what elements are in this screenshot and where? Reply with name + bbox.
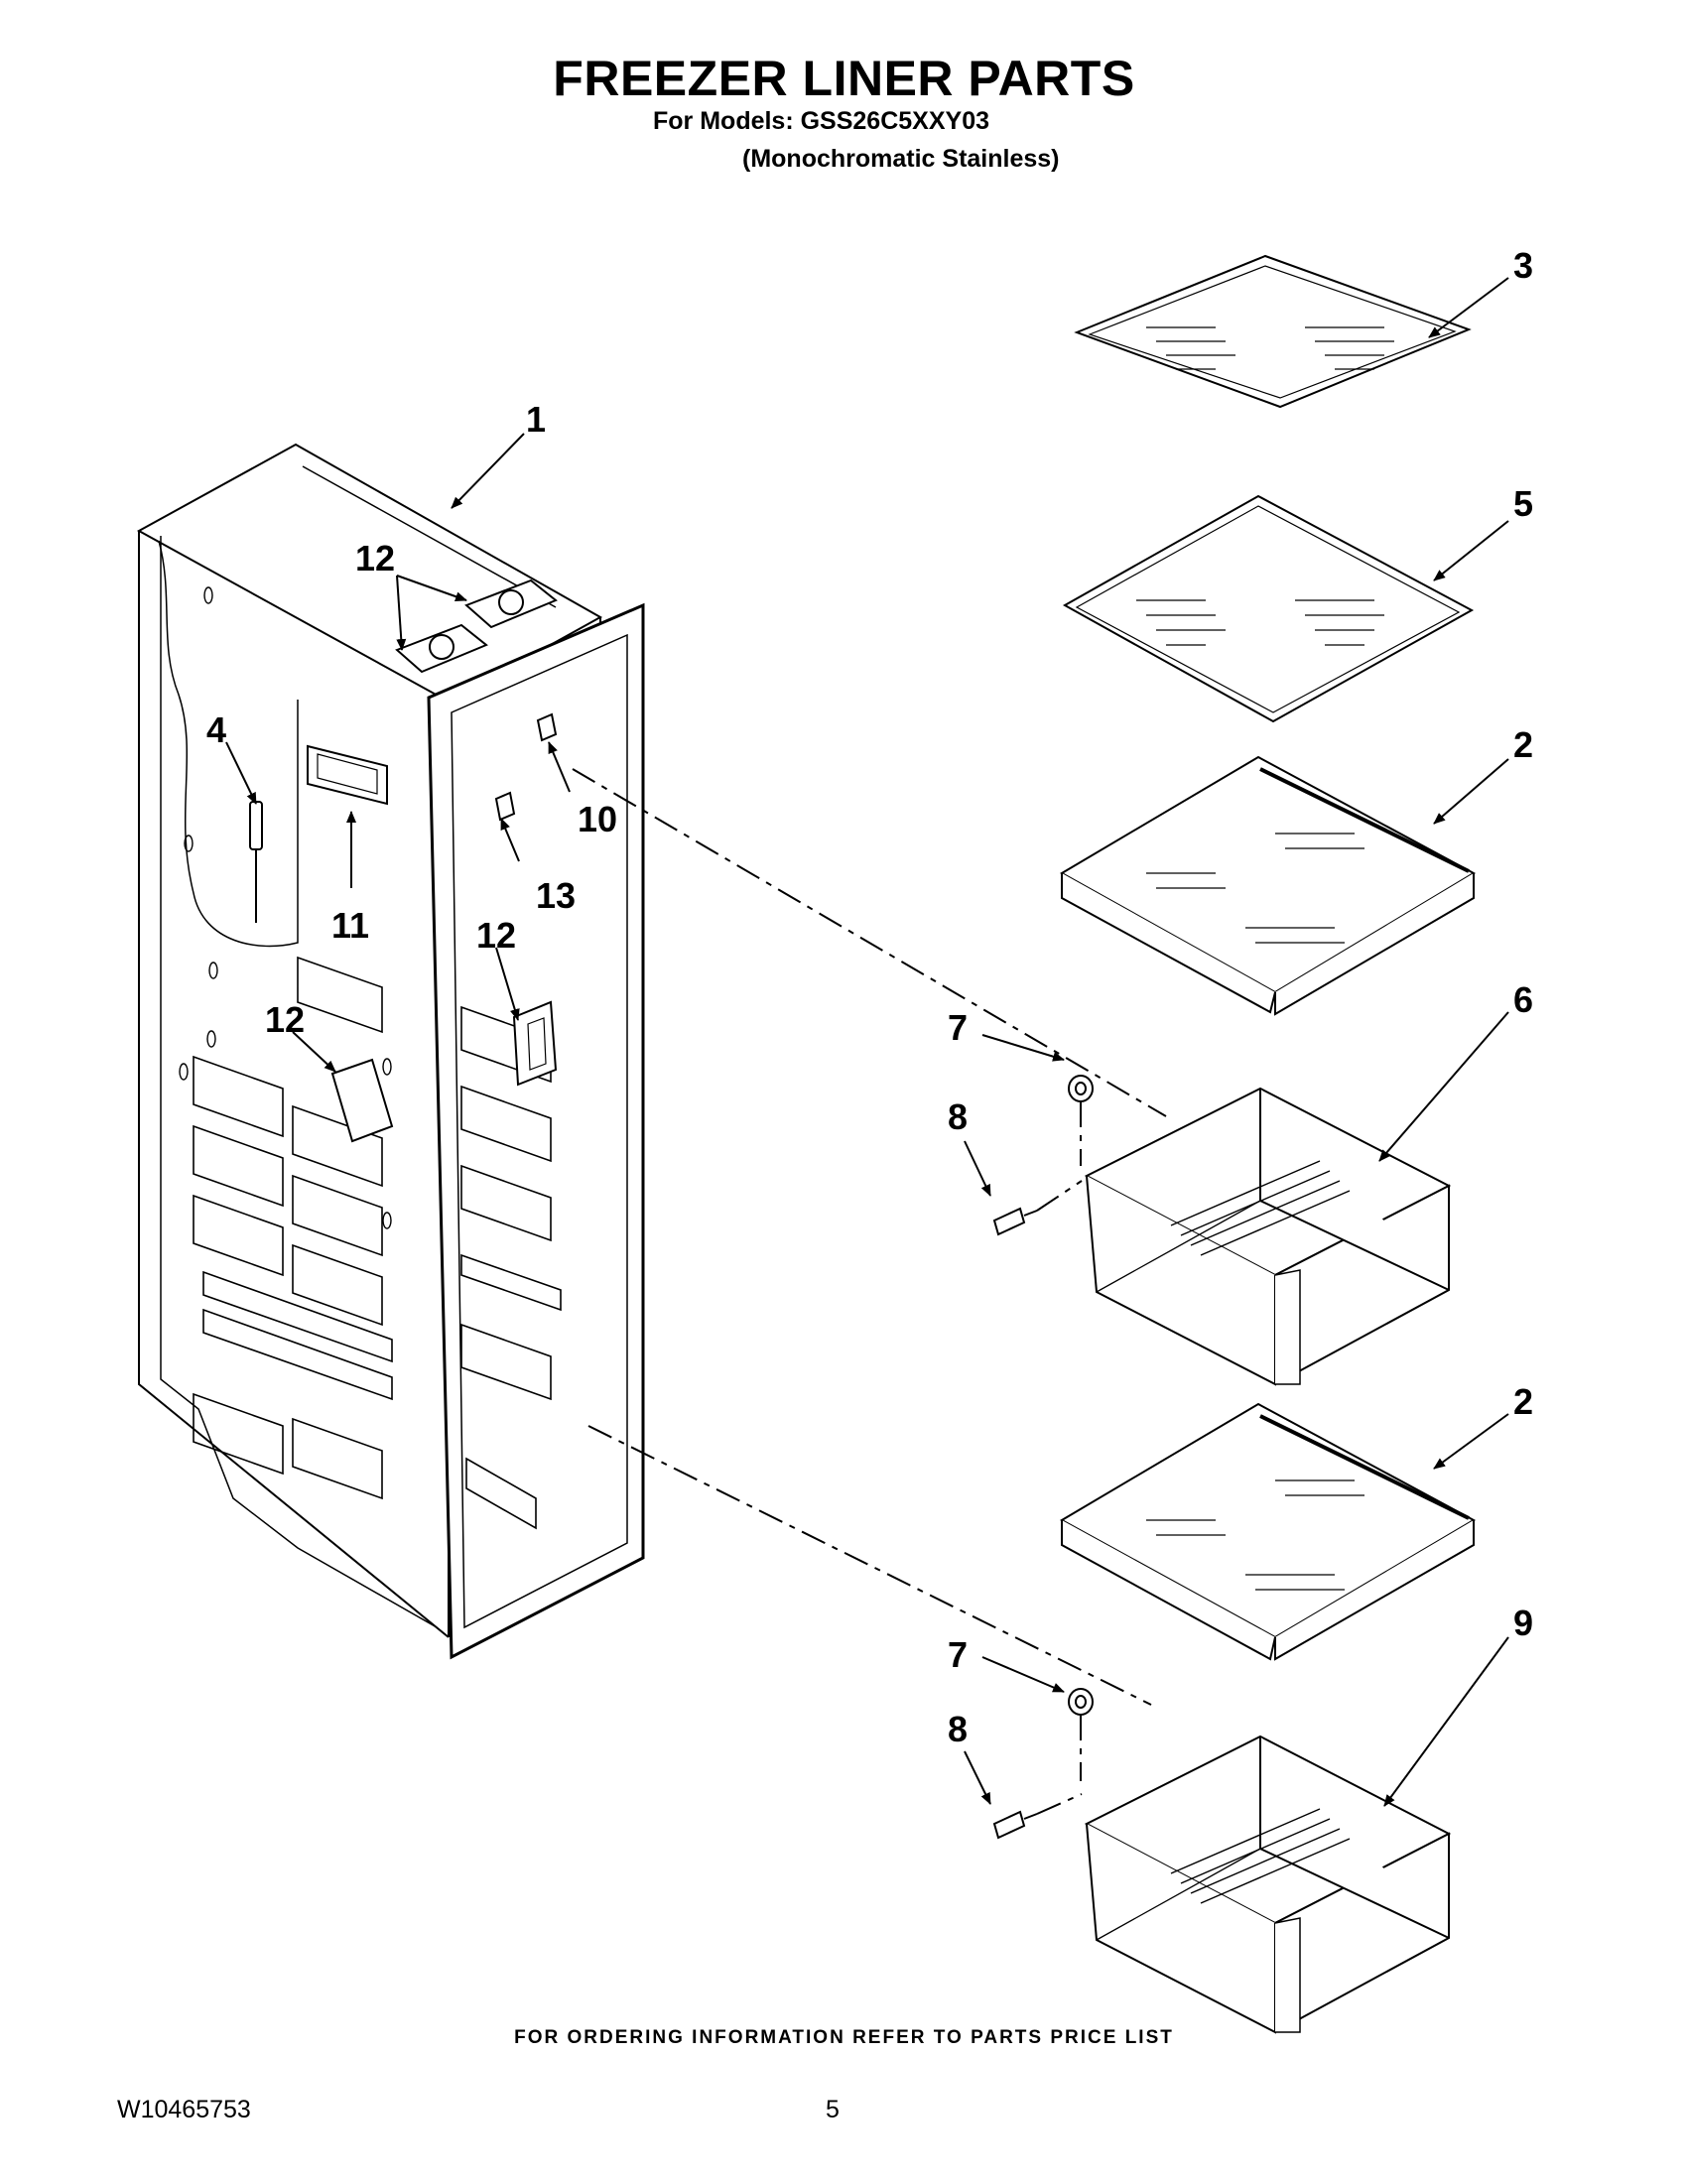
callout-labels: 1 3 5 2 6 2 9 7 8 7 8 4 12 10 13 11 12 1… bbox=[206, 245, 1533, 1749]
freezer-liner bbox=[136, 443, 645, 1660]
model-number: For Models: GSS26C5XXY03 bbox=[653, 107, 990, 135]
callout-9: 9 bbox=[1513, 1603, 1533, 1643]
callout-7-lower: 7 bbox=[948, 1634, 968, 1675]
callout-5: 5 bbox=[1513, 483, 1533, 524]
leader-arrows bbox=[225, 277, 1509, 1807]
callout-2-lower: 2 bbox=[1513, 1381, 1533, 1422]
shelf-framed-2-lower bbox=[1059, 1402, 1477, 1661]
drawer-rollers bbox=[1068, 1075, 1094, 1716]
callout-4: 4 bbox=[206, 709, 226, 750]
ordering-note: FOR ORDERING INFORMATION REFER TO PARTS … bbox=[514, 2027, 1174, 2048]
callout-2-upper: 2 bbox=[1513, 724, 1533, 765]
roller-screws bbox=[992, 1207, 1038, 1840]
alignment-lines bbox=[572, 768, 1167, 1815]
callout-12-mid: 12 bbox=[476, 915, 516, 956]
callout-8-lower: 8 bbox=[948, 1709, 968, 1749]
callout-12-top: 12 bbox=[355, 538, 395, 578]
callout-1: 1 bbox=[526, 399, 546, 440]
callout-12-left: 12 bbox=[265, 999, 305, 1040]
callout-6: 6 bbox=[1513, 979, 1533, 1020]
freezer-drawer-9 bbox=[1084, 1734, 1452, 2034]
callout-3: 3 bbox=[1513, 245, 1533, 286]
document-number: W10465753 bbox=[117, 2096, 251, 2123]
page-title: FREEZER LINER PARTS bbox=[553, 51, 1135, 106]
callout-7-upper: 7 bbox=[948, 1007, 968, 1048]
callout-13: 13 bbox=[536, 875, 576, 916]
shelf-glass-3 bbox=[1074, 254, 1472, 409]
crisper-drawer-6 bbox=[1084, 1087, 1452, 1386]
fan-housing-top bbox=[395, 578, 558, 674]
evaporator-cover bbox=[307, 744, 388, 806]
thermistor bbox=[249, 801, 263, 923]
page-number: 5 bbox=[826, 2096, 840, 2123]
callout-10: 10 bbox=[578, 799, 617, 839]
door-switches bbox=[330, 712, 558, 1143]
model-variant: (Monochromatic Stainless) bbox=[742, 145, 1060, 173]
callout-11: 11 bbox=[331, 905, 369, 946]
callout-8-upper: 8 bbox=[948, 1096, 968, 1137]
shelf-glass-5 bbox=[1062, 494, 1475, 723]
shelf-framed-2-upper bbox=[1059, 755, 1477, 1016]
